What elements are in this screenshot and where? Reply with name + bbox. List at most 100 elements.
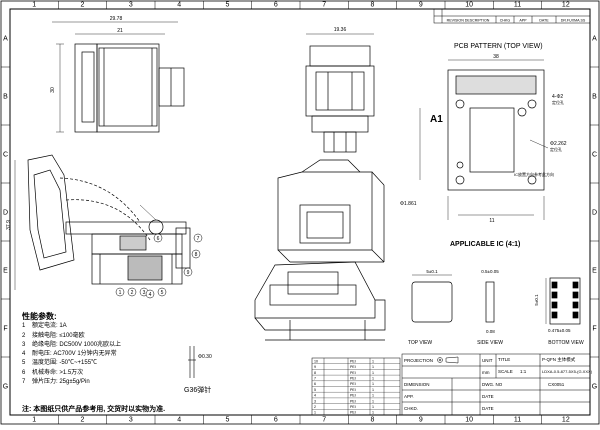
pcb-note-1: 定位孔	[552, 99, 564, 105]
ic-dim-side: 0.5±0.05	[481, 269, 499, 274]
pcb-pattern	[419, 59, 549, 220]
top-view-dim-height: 30	[50, 87, 56, 93]
ic-dim-side-thick: 0.08	[486, 329, 495, 334]
grid-col-label: 8	[371, 417, 375, 424]
section-callout: 6	[153, 233, 163, 243]
pin-detail	[188, 346, 196, 378]
pin-dim: Φ0.30	[198, 354, 212, 360]
grid-row-label: A	[592, 36, 597, 43]
bom-cell: 1	[314, 411, 316, 415]
drawing-note: 注: 本图纸只供产品参考用, 交货时以实物为准.	[22, 406, 166, 413]
title-block	[401, 353, 591, 416]
grid-col-label: 2	[81, 2, 85, 9]
bom-cell: 10	[314, 359, 318, 363]
grid-col-label: 10	[465, 2, 473, 9]
isometric-closed	[277, 159, 385, 263]
top-view-dim-overall: 29.78	[110, 16, 123, 22]
parameters-title: 性能参数:	[22, 312, 57, 321]
section-callout: 2	[127, 287, 137, 297]
grid-row-label: F	[592, 326, 596, 333]
grid-col-label: 3	[129, 417, 133, 424]
bom-cell: 9	[314, 365, 316, 369]
tb-app-label: APP.	[404, 394, 414, 399]
rev-col-app: APP	[519, 19, 527, 23]
ic-dim-pitch: 0.475±0.05	[548, 328, 571, 333]
grid-row-label: E	[592, 268, 597, 275]
svg-text:1: 1	[119, 290, 122, 296]
grid-col-label: 4	[177, 417, 181, 424]
grid-row-label: C	[3, 152, 8, 159]
pcb-dim-pin-dia: Φ1.861	[400, 201, 417, 207]
bom-cell: 2	[314, 405, 316, 409]
grid-row-label: F	[3, 326, 7, 333]
bom-cell: 1	[372, 405, 374, 409]
section-view	[14, 154, 191, 290]
grid-col-label: 7	[322, 417, 326, 424]
pcb-dim-pitch: 11	[489, 218, 494, 224]
grid-row-label: D	[592, 210, 597, 217]
bom-cell: PEI	[350, 399, 356, 403]
bom-cell: 3	[314, 399, 316, 403]
grid-row-label: B	[592, 94, 597, 101]
bom-cell: PEI	[350, 394, 356, 398]
ic-label-side: SIDE VIEW	[477, 340, 503, 346]
tb-chkd-label: CHKD.	[404, 406, 418, 411]
bom-cell: PEI	[350, 405, 356, 409]
bom-cell: 4	[314, 394, 316, 398]
svg-text:8: 8	[195, 252, 198, 258]
section-callout: 1	[115, 287, 125, 297]
grid-col-label: 5	[226, 417, 230, 424]
tb-unit-value: mm	[482, 370, 490, 375]
tb-unit-label: UNIT	[482, 358, 493, 363]
svg-text:6: 6	[157, 236, 160, 242]
grid-col-label: 5	[226, 2, 230, 9]
grid-col-label: 9	[419, 2, 423, 9]
pcb-pattern-title: PCB PATTERN (TOP VIEW)	[454, 43, 543, 50]
bom-cell: 1	[372, 382, 374, 386]
ic-dim-top: 5±0.1	[426, 269, 438, 274]
svg-text:7: 7	[197, 236, 200, 242]
isometric-open	[254, 261, 386, 341]
grid-col-label: 10	[465, 417, 473, 424]
grid-row-label: B	[3, 94, 8, 101]
pcb-note-2: 定位孔	[550, 146, 562, 152]
grid-col-label: 12	[562, 2, 570, 9]
pcb-dim-pin-hole: Φ2.262	[550, 141, 567, 147]
svg-text:5: 5	[161, 290, 164, 296]
bom-cell: 1	[372, 377, 374, 381]
bom-cell: 7	[314, 377, 316, 381]
tb-scale-label: SCALE	[498, 369, 513, 374]
rev-col-date: DATE	[539, 19, 549, 23]
bom-cell: PEI	[350, 365, 356, 369]
bom-cell: PEI	[350, 411, 356, 415]
section-callout: 5	[157, 287, 167, 297]
ic-label-top: TOP VIEW	[408, 340, 433, 346]
top-view-dim-inner: 21	[117, 28, 123, 34]
grid-col-label: 11	[514, 2, 521, 9]
tb-scale-value: 1:1	[520, 369, 527, 374]
svg-text:2: 2	[131, 290, 134, 296]
bom-cell: PEI	[350, 377, 356, 381]
side-view	[305, 33, 375, 153]
grid-col-label: 9	[419, 417, 423, 424]
rev-col-chkg: CHKG	[500, 19, 511, 23]
tb-code-value: LDXA-0.5-877-5X5-(G.XXX)	[542, 369, 593, 374]
section-callout: 9	[183, 267, 193, 277]
grid-col-label: 1	[32, 2, 36, 9]
bom-cell: 1	[372, 399, 374, 403]
tb-dwg-label: DWG. NO	[482, 382, 503, 387]
bom-cell: 8	[314, 371, 316, 375]
bom-cell: PEI	[350, 382, 356, 386]
bom-cell: 1	[372, 359, 374, 363]
bom-cell: 6	[314, 382, 316, 386]
